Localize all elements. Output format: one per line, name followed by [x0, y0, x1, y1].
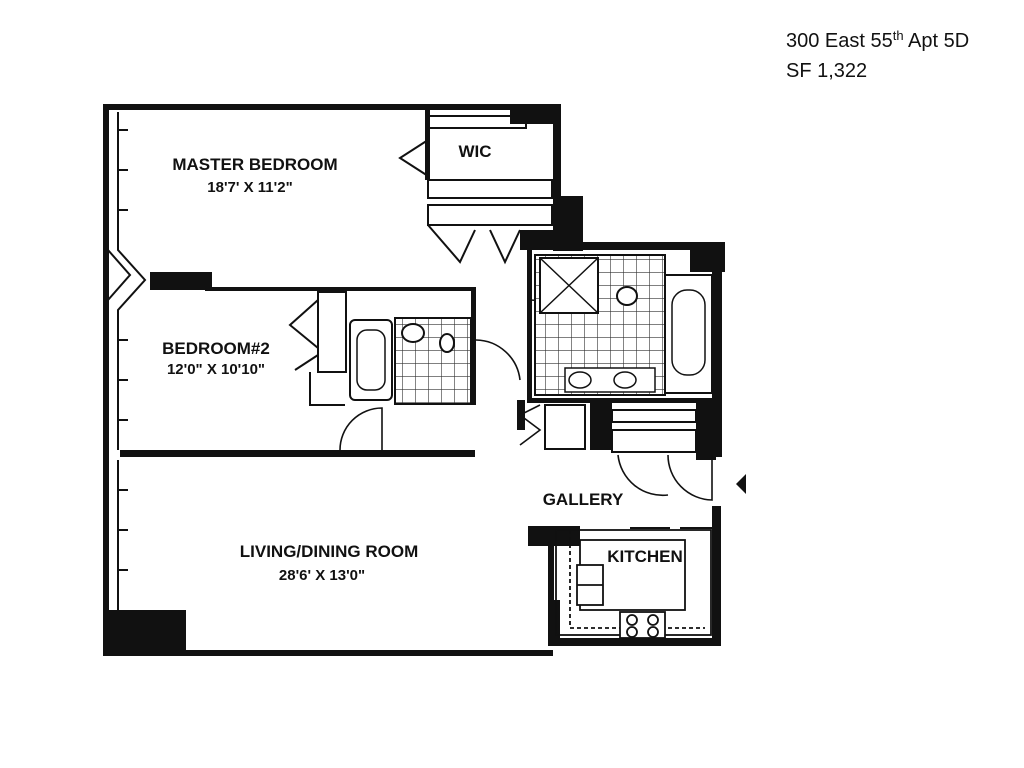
- address-suffix: Apt 5D: [903, 30, 970, 52]
- room-label-wic: WIC: [458, 142, 491, 161]
- room-label-kitchen: KITCHEN: [607, 547, 683, 566]
- room-label-living: LIVING/DINING ROOM: [240, 542, 419, 561]
- room-dims-master-bedroom: 18'7' X 11'2": [207, 179, 292, 196]
- wic-closet: [398, 115, 553, 265]
- square-footage: SF 1,322: [786, 60, 868, 82]
- address-ordinal: th: [892, 28, 904, 43]
- room-dims-bedroom2: 12'0" X 10'10": [167, 361, 265, 378]
- master-bath: [534, 254, 713, 396]
- address-prefix: 300 East 55: [786, 30, 893, 52]
- gallery-closets: [544, 404, 697, 453]
- room-label-gallery: GALLERY: [543, 490, 624, 509]
- bath2: [288, 291, 472, 406]
- listing-header: 300 East 55th Apt 5D SF 1,322: [786, 26, 969, 86]
- room-label-bedroom2: BEDROOM#2: [162, 339, 270, 358]
- facade-windows: [107, 112, 147, 640]
- exterior-walls: [103, 104, 725, 656]
- room-dims-living: 28'6' X 13'0": [279, 567, 365, 584]
- room-label-master-bedroom: MASTER BEDROOM: [172, 155, 337, 174]
- interior-walls: [120, 110, 717, 638]
- address-line: 300 East 55th Apt 5D: [786, 26, 969, 56]
- kitchen-fixtures: [555, 527, 712, 639]
- entry-arrow-icon: [736, 474, 746, 494]
